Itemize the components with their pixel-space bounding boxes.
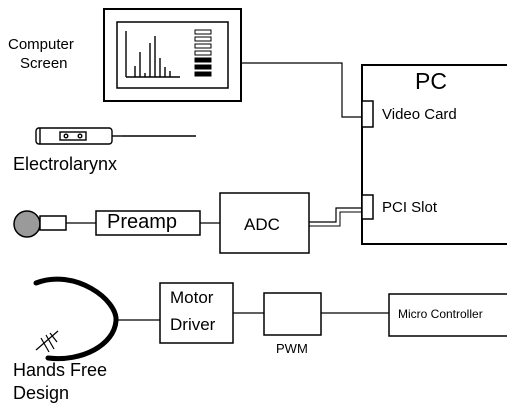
preamp-label: Preamp <box>107 211 178 233</box>
micro-controller-label: Micro Controller <box>398 307 483 321</box>
screen-histogram <box>125 31 180 78</box>
video-card-label: Video Card <box>382 106 457 123</box>
adc-box <box>219 192 310 254</box>
pwm-label: PWM <box>276 341 308 356</box>
wire-screen-to-videocard <box>241 62 362 118</box>
hands-free-mount-icon <box>35 330 59 353</box>
preamp-box <box>95 210 201 236</box>
pci-slot-connector <box>361 194 374 220</box>
electrolarynx-label: Electrolarynx <box>13 154 118 174</box>
motor-driver-label-line2: Driver <box>170 315 216 334</box>
micro-controller-box <box>388 293 507 337</box>
hands-free-label-line2: Design <box>13 383 70 403</box>
pc-label: PC <box>415 68 447 94</box>
screen-level-meter <box>194 29 212 77</box>
pc-box <box>361 64 507 245</box>
hands-free-label-line1: Hands Free <box>13 360 108 380</box>
pci-slot-label: PCI Slot <box>382 199 438 216</box>
wire-adc-to-pci-second <box>309 211 362 227</box>
wire-adc-to-pci <box>309 207 362 223</box>
electrolarynx-device <box>35 127 196 145</box>
computer-screen-monitor <box>103 8 242 102</box>
video-card-connector <box>361 100 374 128</box>
computer-screen-label-line1: Computer <box>8 36 74 53</box>
motor-driver-label-line1: Motor <box>170 288 214 307</box>
microphone-head <box>13 210 41 238</box>
microphone-body <box>39 215 67 231</box>
computer-screen-label-line2: Screen <box>20 55 68 72</box>
adc-label: ADC <box>244 215 280 234</box>
pwm-box <box>263 292 322 336</box>
hands-free-headband <box>33 276 119 362</box>
